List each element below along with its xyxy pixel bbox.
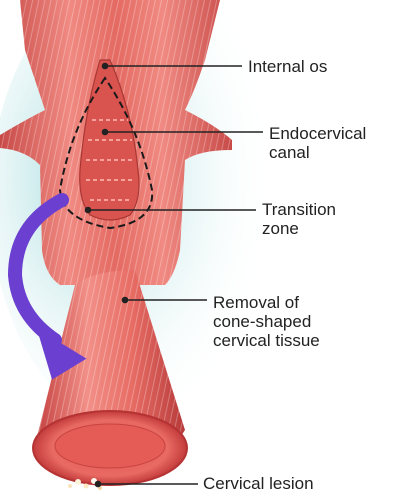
- label-transition-zone: Transition zone: [262, 200, 336, 238]
- label-endocervical-canal: Endocervical canal: [269, 124, 366, 162]
- label-cervical-lesion: Cervical lesion: [203, 474, 314, 493]
- label-internal-os: Internal os: [248, 57, 327, 76]
- label-removal-of-cone: Removal of cone-shaped cervical tissue: [213, 293, 320, 350]
